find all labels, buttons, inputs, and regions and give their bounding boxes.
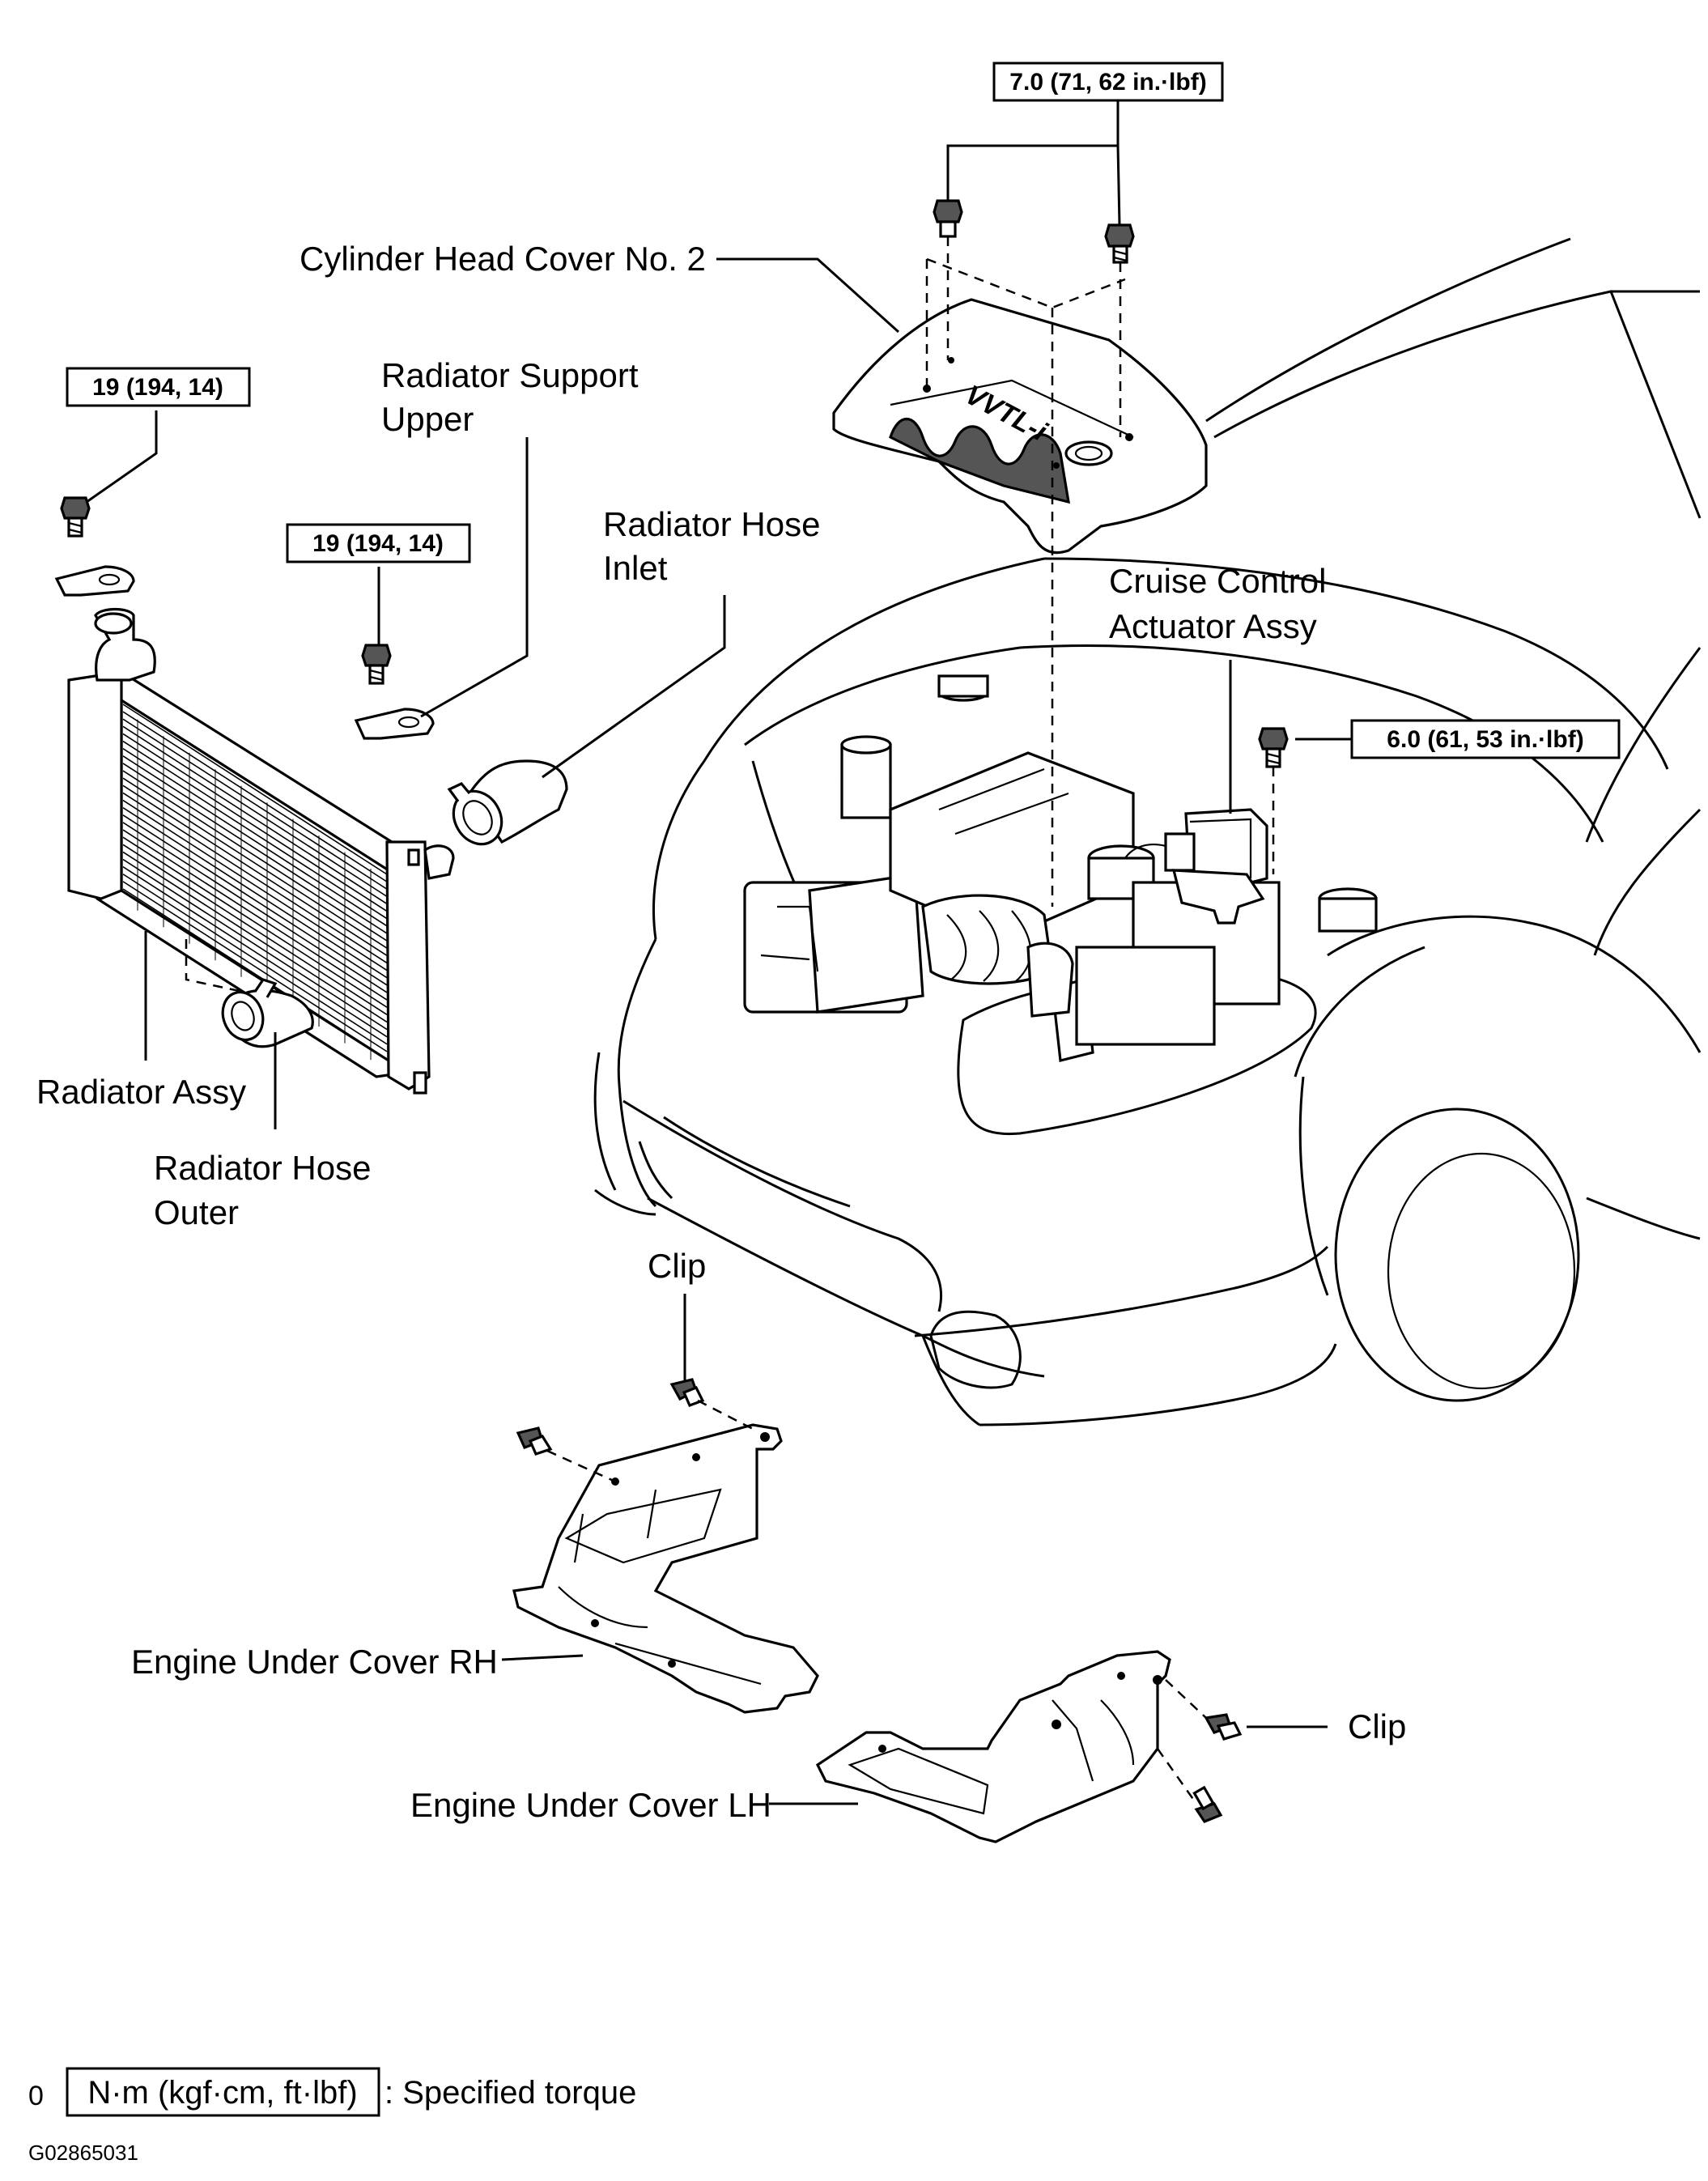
- label-clip-top: Clip: [648, 1247, 706, 1285]
- radiator-fin: [122, 725, 388, 898]
- torque-legend: 0 N·m (kgf·cm, ft·lbf) : Specified torqu…: [28, 2067, 636, 2117]
- radiator-fin: [122, 755, 388, 927]
- radiator-hose-inlet: [447, 759, 568, 846]
- cruise-control-actuator: [1124, 808, 1268, 925]
- radiator-fin: [122, 799, 388, 971]
- svg-text:7.0 (71, 62 in.·lbf): 7.0 (71, 62 in.·lbf): [1009, 69, 1206, 96]
- support-bracket-mid: [354, 708, 435, 740]
- radiator-fin: [122, 858, 388, 1031]
- radiator-fin: [122, 792, 388, 964]
- radiator-fin: [122, 844, 388, 1015]
- cruise-bracket-bolt: [1258, 727, 1289, 768]
- label-cylinder-head-cover: Cylinder Head Cover No. 2: [300, 240, 706, 278]
- label-radiator-support-upper-2: Upper: [381, 400, 474, 438]
- svg-text:6.0 (61, 53 in.·lbf): 6.0 (61, 53 in.·lbf): [1387, 726, 1583, 753]
- radiator-fin: [122, 718, 388, 890]
- radiator-fin: [122, 829, 388, 1001]
- radiator-fin: [122, 836, 388, 1008]
- radiator-fin: [122, 740, 388, 912]
- radiator-hose-outer: [221, 978, 314, 1048]
- label-engine-under-cover-lh: Engine Under Cover LH: [410, 1786, 771, 1824]
- cover-bolt-lower: [1192, 1785, 1223, 1823]
- label-radiator-assy: Radiator Assy: [36, 1073, 246, 1111]
- engine-under-cover-rh: [512, 1423, 819, 1714]
- radiator-fin: [122, 822, 388, 993]
- label-radiator-support-upper-1: Radiator Support: [381, 356, 639, 394]
- svg-text:19 (194, 14): 19 (194, 14): [92, 374, 223, 401]
- label-radiator-hose-outer-1: Radiator Hose: [154, 1149, 371, 1187]
- label-cruise-control-2: Actuator Assy: [1109, 607, 1317, 645]
- label-radiator-hose-inlet-1: Radiator Hose: [603, 505, 820, 543]
- head-cover-bolt-right: [1104, 223, 1135, 264]
- radiator-fin: [122, 784, 388, 956]
- figure-code: G02865031: [28, 2141, 138, 2165]
- torque-box-cruise: 6.0 (61, 53 in.·lbf): [1350, 719, 1621, 759]
- support-bracket-left: [54, 565, 135, 597]
- radiator-fin: [122, 807, 388, 979]
- label-radiator-hose-inlet-2: Inlet: [603, 549, 668, 587]
- legend-unit-box: N·m (kgf·cm, ft·lbf): [87, 2075, 357, 2111]
- legend-meaning: : Specified torque: [385, 2075, 636, 2111]
- head-cover-bolt-left: [933, 199, 963, 238]
- radiator-fin: [122, 704, 388, 875]
- radiator-assy: [67, 607, 455, 1095]
- label-radiator-hose-outer-2: Outer: [154, 1193, 239, 1231]
- svg-text:19 (194, 14): 19 (194, 14): [312, 530, 444, 557]
- label-cruise-control-1: Cruise Control: [1109, 562, 1326, 600]
- radiator-fin: [122, 874, 388, 1045]
- support-bolt-mid: [361, 644, 392, 685]
- radiator-fin: [122, 814, 388, 986]
- cylinder-head-cover: VVTL-i: [832, 298, 1208, 555]
- radiator-fin: [122, 777, 388, 949]
- radiator-fin: [122, 733, 388, 905]
- radiator-fin: [122, 881, 388, 1052]
- clip-left-fastener: [516, 1426, 553, 1456]
- torque-box-head-cover: 7.0 (71, 62 in.·lbf): [992, 62, 1224, 102]
- radiator-fin: [122, 711, 388, 882]
- clip-right-fastener: [1204, 1713, 1243, 1741]
- label-engine-under-cover-rh: Engine Under Cover RH: [131, 1643, 498, 1681]
- torque-box-support-left: 19 (194, 14): [66, 367, 251, 407]
- label-clip-right: Clip: [1348, 1707, 1406, 1745]
- radiator-fin: [122, 763, 388, 934]
- radiator-fin: [122, 770, 388, 942]
- radiator-fin: [122, 851, 388, 1023]
- radiator-fin: [122, 748, 388, 920]
- legend-prefix: 0: [28, 2081, 44, 2111]
- engine-under-cover-lh: [815, 1650, 1171, 1843]
- radiator-fin: [122, 888, 388, 1060]
- torque-box-support-mid: 19 (194, 14): [286, 523, 471, 563]
- clip-top-fastener: [669, 1378, 705, 1408]
- radiator-fin: [122, 865, 388, 1038]
- vehicle-outline: [593, 237, 1702, 1426]
- support-bolt-left: [60, 496, 91, 538]
